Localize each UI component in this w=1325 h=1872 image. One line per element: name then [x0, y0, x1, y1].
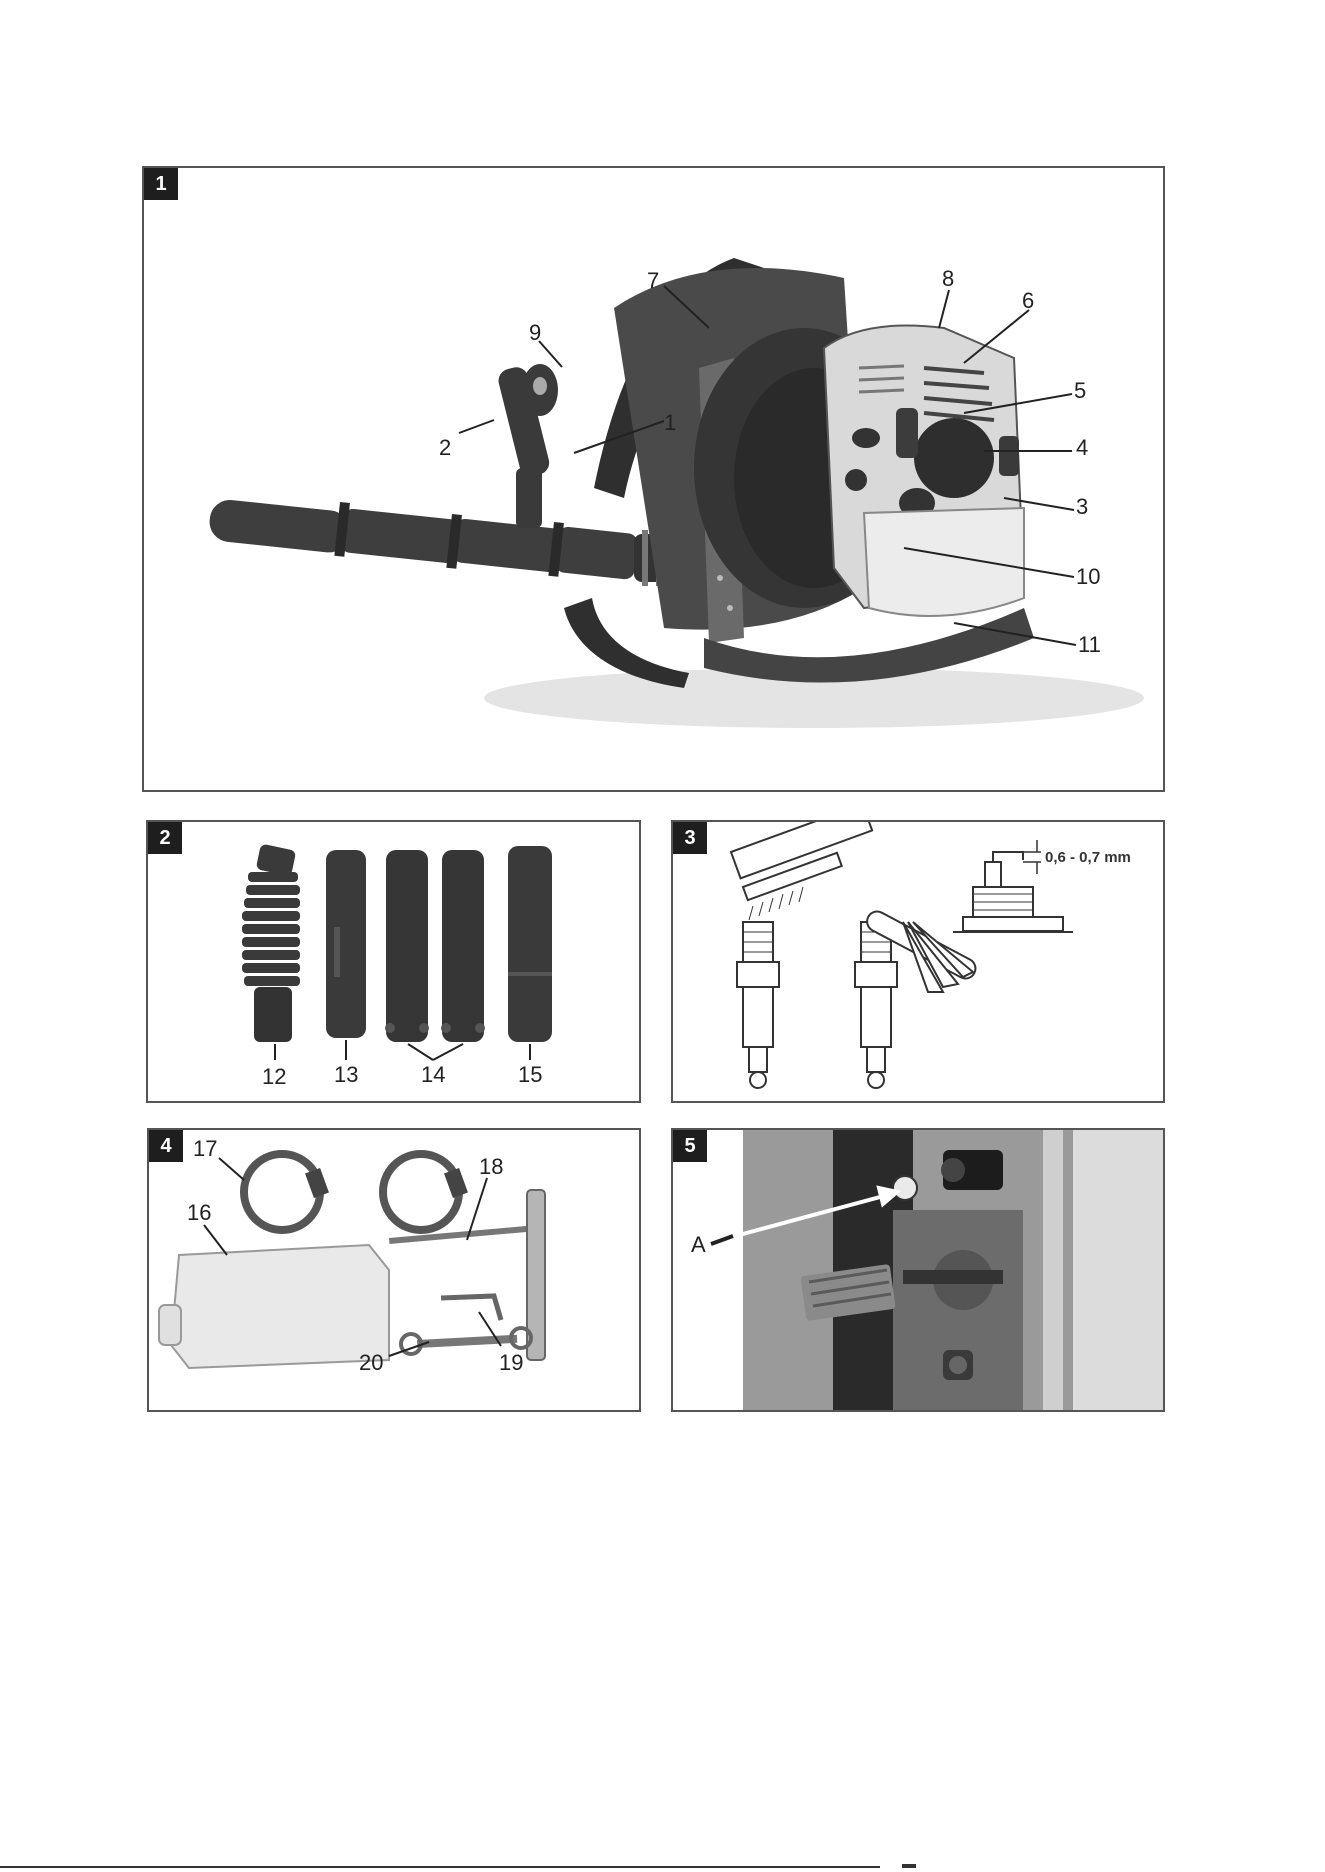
carburetor-photo-illustration: A [673, 1130, 1163, 1410]
callout-11: 11 [1078, 632, 1101, 657]
callout-18: 18 [479, 1154, 503, 1179]
callout-16: 16 [187, 1200, 211, 1225]
footer-mark [902, 1864, 916, 1868]
figure-panel-4: 4 17 16 18 19 20 [147, 1128, 641, 1412]
callout-3: 3 [1076, 494, 1088, 519]
callout-5: 5 [1074, 378, 1086, 403]
callout-1: 1 [664, 410, 676, 435]
callout-2: 2 [439, 435, 451, 460]
callout-10: 10 [1076, 564, 1100, 589]
callout-4: 4 [1076, 435, 1088, 460]
callout-9: 9 [529, 320, 541, 345]
footer-rule [0, 1866, 880, 1868]
callout-6: 6 [1022, 288, 1034, 313]
callout-12: 12 [262, 1064, 286, 1089]
electrode-gap-label: 0,6 - 0,7 mm [1045, 849, 1131, 866]
callout-14: 14 [421, 1062, 445, 1087]
callout-13: 13 [334, 1062, 358, 1087]
figure-panel-1: 1 [142, 166, 1165, 792]
callout-8: 8 [942, 266, 954, 291]
callout-A: A [691, 1232, 706, 1257]
spark-plug-illustration: 0,6 - 0,7 mm [673, 822, 1163, 1101]
callout-19: 19 [499, 1350, 523, 1375]
figure-panel-2: 2 12 13 14 [146, 820, 641, 1103]
accessories-illustration: 17 16 18 19 20 [149, 1130, 639, 1410]
figure-panel-3: 3 [671, 820, 1165, 1103]
figure-panel-5: A 5 [671, 1128, 1165, 1412]
callout-17: 17 [193, 1136, 217, 1161]
callout-20: 20 [359, 1350, 383, 1375]
callout-7: 7 [647, 268, 659, 293]
callout-15: 15 [518, 1062, 542, 1087]
panel-number-badge: 5 [673, 1130, 707, 1162]
blower-tubes-illustration: 12 13 14 15 [148, 822, 639, 1101]
leaf-blower-illustration: 9 2 1 7 8 6 5 4 3 10 11 [144, 168, 1163, 790]
